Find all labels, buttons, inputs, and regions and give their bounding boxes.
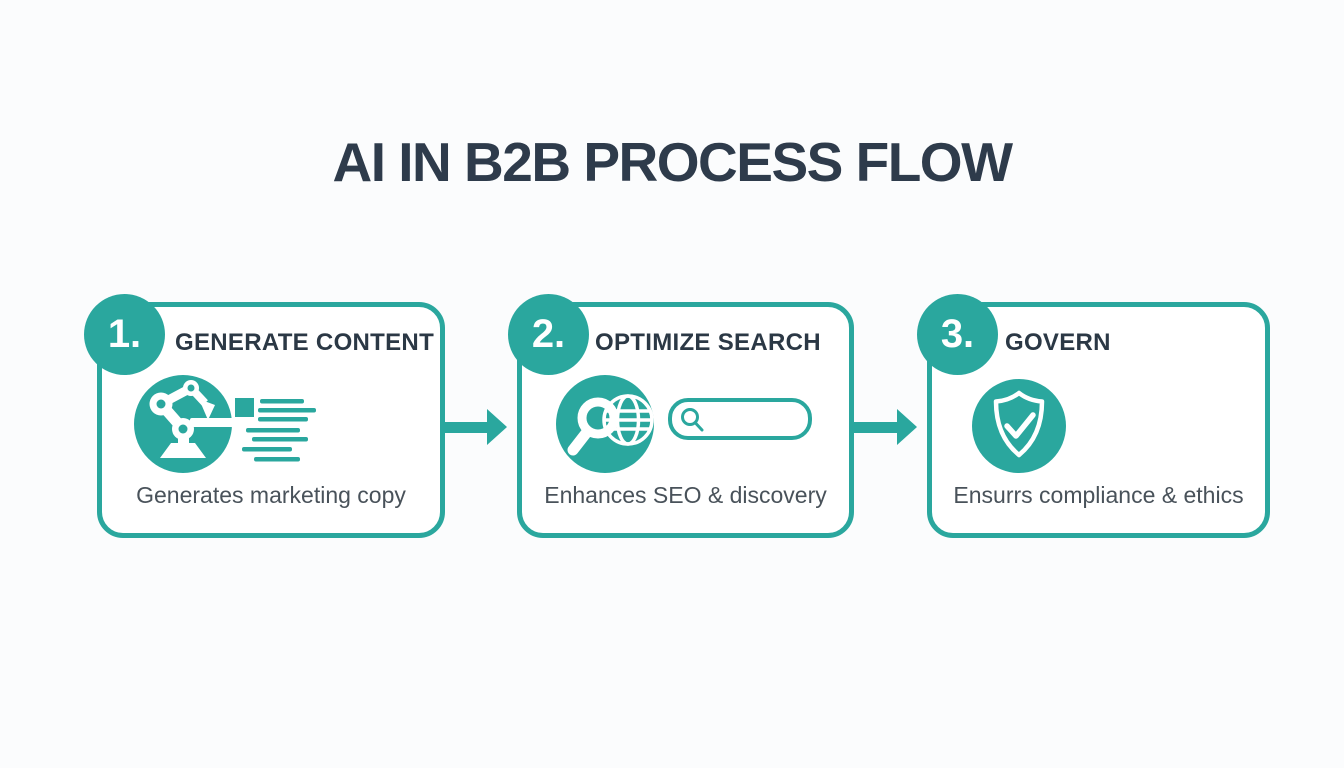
step-number-badge: 1. [84, 294, 165, 375]
arrow-head [897, 409, 917, 445]
magnifier-globe-icon [556, 374, 816, 479]
step-caption: Generates marketing copy [136, 482, 406, 508]
step-number-badge: 2. [508, 294, 589, 375]
step-number-label: 3. [940, 312, 975, 356]
arrow-right-icon [851, 409, 917, 445]
step-caption: Ensurrs compliance & ethics [953, 482, 1244, 508]
step-title: OPTIMIZE SEARCH [595, 329, 821, 356]
step-number-label: 1. [107, 312, 142, 356]
robot-arm-writing-icon [134, 369, 324, 484]
arrow-shaft [851, 422, 899, 433]
step-caption: Enhances SEO & discovery [544, 482, 827, 508]
step-card-generate-content: GENERATE CONTENT [97, 302, 445, 538]
step-title: GOVERN [1005, 329, 1111, 356]
arrow-head [487, 409, 507, 445]
shield-check-icon [970, 377, 1068, 480]
search-bar-illustration [668, 398, 812, 440]
step-title: GENERATE CONTENT [175, 329, 435, 356]
arrow-shaft [441, 422, 489, 433]
step-card-optimize-search: OPTIMIZE SEARCH [517, 302, 854, 538]
step-number-label: 2. [531, 312, 566, 356]
page-title: AI IN B2B PROCESS FLOW [332, 131, 1014, 193]
arrow-right-icon [441, 409, 507, 445]
step-number-badge: 3. [917, 294, 998, 375]
